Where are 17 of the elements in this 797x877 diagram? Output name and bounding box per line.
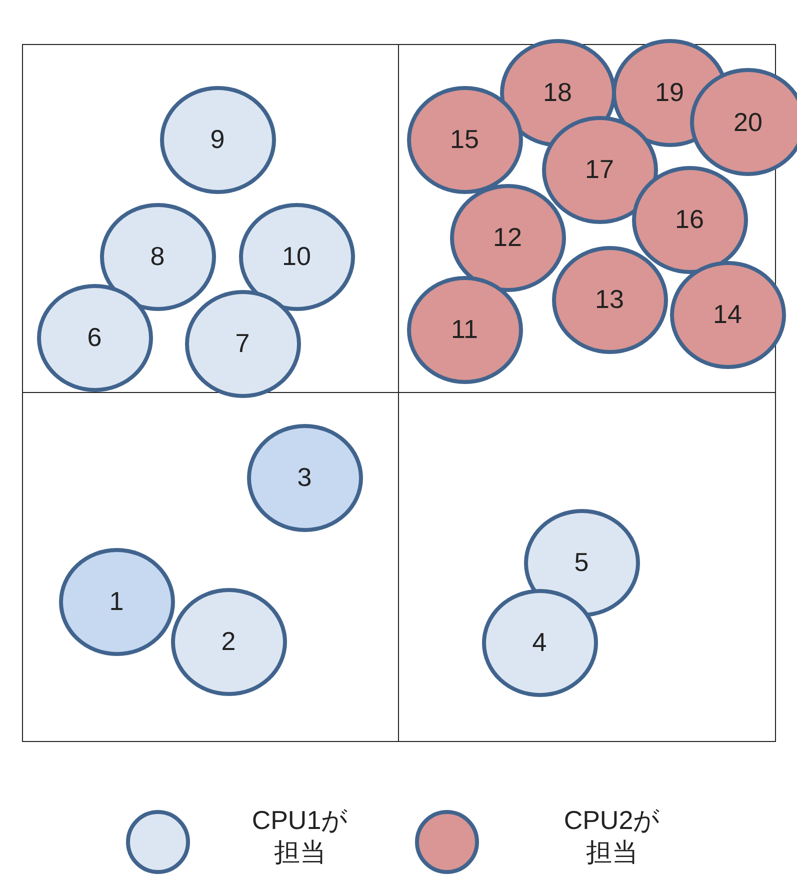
numbered-circle: 8	[100, 202, 216, 310]
numbered-circle: 11	[406, 276, 522, 384]
numbered-circle: 7	[184, 290, 300, 398]
numbered-circle: 4	[482, 588, 598, 696]
numbered-circle: 15	[406, 86, 522, 194]
quadrant-panel	[22, 392, 400, 742]
numbered-circle: 6	[36, 284, 152, 392]
numbered-circle: 2	[170, 588, 286, 696]
numbered-circle: 3	[246, 424, 362, 532]
numbered-circle: 1	[58, 548, 174, 656]
quadrant-panel	[398, 392, 776, 742]
numbered-circle: 9	[160, 86, 276, 194]
numbered-circle: 14	[670, 260, 786, 368]
legend-label: CPU2が担当	[562, 804, 662, 868]
legend-label: CPU1が担当	[250, 804, 350, 868]
numbered-circle: 13	[552, 246, 668, 354]
numbered-circle: 10	[238, 202, 354, 310]
